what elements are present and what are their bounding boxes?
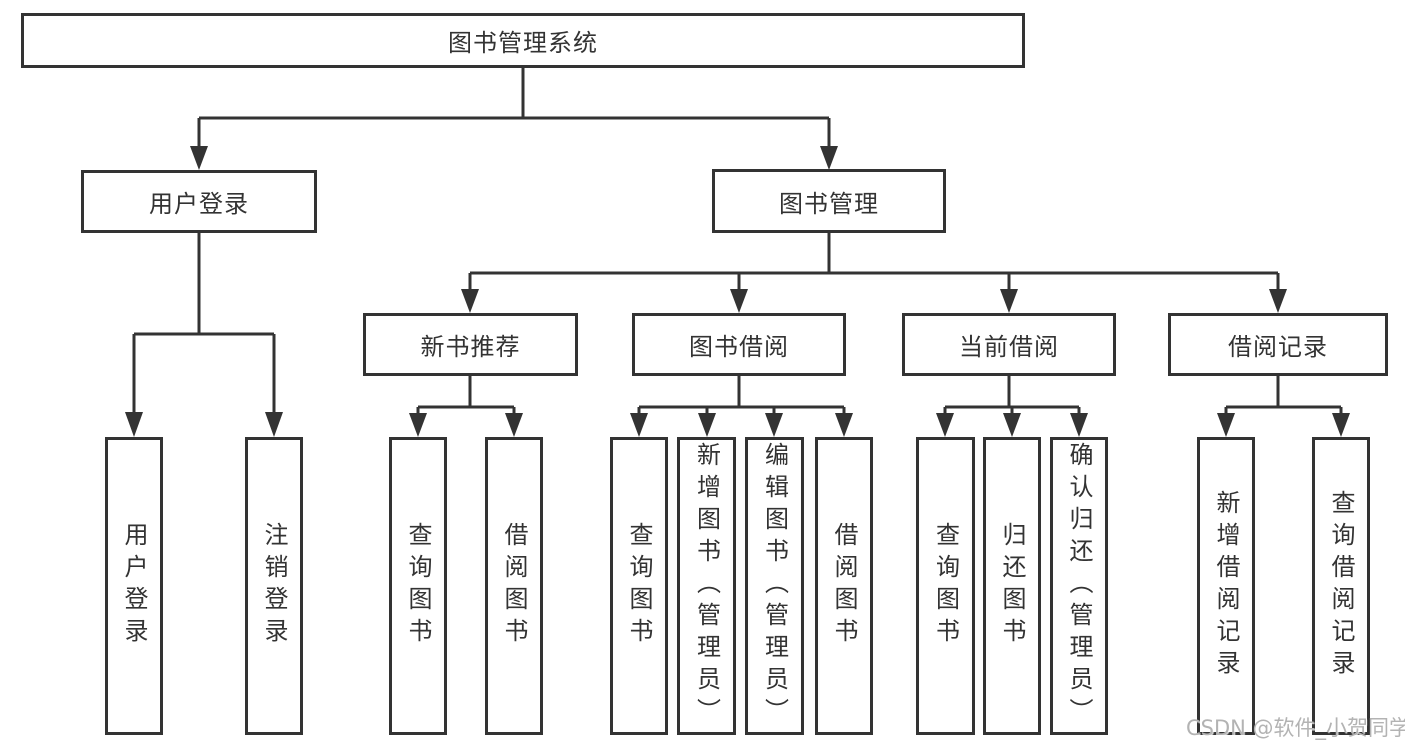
- node-leaf-confirm-return-admin: 确认归还（管理员）: [1050, 437, 1108, 735]
- node-book-borrowing-label: 图书借阅: [689, 333, 789, 361]
- node-leaf-borrow-books-recommend: 借阅图书: [485, 437, 543, 735]
- node-leaf-add-book-admin: 新增图书（管理员）: [677, 437, 736, 735]
- node-leaf-user-login-label: 用户登录: [120, 522, 148, 650]
- node-library-management-system-label: 图书管理系统: [448, 29, 598, 57]
- node-leaf-query-books-borrowing: 查询图书: [610, 437, 668, 735]
- node-leaf-query-borrow-record: 查询借阅记录: [1312, 437, 1370, 735]
- node-new-book-recommendation: 新书推荐: [363, 313, 578, 376]
- node-leaf-query-books-current: 查询图书: [916, 437, 975, 735]
- node-leaf-edit-book-admin-label: 编辑图书（管理员）: [760, 442, 789, 730]
- node-leaf-logout: 注销登录: [245, 437, 303, 735]
- node-borrowing-records-label: 借阅记录: [1228, 333, 1328, 361]
- arrowheads: [125, 146, 1350, 437]
- node-current-borrowing-label: 当前借阅: [959, 333, 1059, 361]
- node-leaf-add-book-admin-label: 新增图书（管理员）: [692, 442, 721, 730]
- node-leaf-return-book: 归还图书: [983, 437, 1041, 735]
- node-leaf-add-borrow-record-label: 新增借阅记录: [1212, 490, 1240, 682]
- node-book-management: 图书管理: [712, 169, 946, 233]
- node-leaf-logout-label: 注销登录: [260, 522, 288, 650]
- node-user-login: 用户登录: [81, 170, 317, 233]
- node-leaf-query-books-current-label: 查询图书: [931, 522, 960, 650]
- node-current-borrowing: 当前借阅: [902, 313, 1116, 376]
- node-leaf-borrow-books-borrowing: 借阅图书: [815, 437, 873, 735]
- csdn-watermark: CSDN @软件_小贺同学: [1186, 716, 1405, 740]
- node-leaf-borrow-books-recommend-label: 借阅图书: [500, 522, 528, 650]
- node-user-login-label: 用户登录: [149, 190, 249, 218]
- node-leaf-query-books-recommend: 查询图书: [389, 437, 447, 735]
- node-leaf-edit-book-admin: 编辑图书（管理员）: [745, 437, 804, 735]
- node-book-management-label: 图书管理: [779, 189, 879, 218]
- node-leaf-add-borrow-record: 新增借阅记录: [1197, 437, 1255, 735]
- node-leaf-query-books-recommend-label: 查询图书: [404, 522, 432, 650]
- node-leaf-query-borrow-record-label: 查询借阅记录: [1327, 490, 1355, 682]
- node-book-borrowing: 图书借阅: [632, 313, 846, 376]
- node-leaf-return-book-label: 归还图书: [998, 522, 1026, 650]
- node-leaf-query-books-borrowing-label: 查询图书: [625, 522, 653, 650]
- node-leaf-user-login: 用户登录: [105, 437, 163, 735]
- node-new-book-recommendation-label: 新书推荐: [420, 333, 521, 361]
- node-leaf-borrow-books-borrowing-label: 借阅图书: [830, 522, 858, 650]
- node-library-management-system: 图书管理系统: [21, 13, 1025, 68]
- node-borrowing-records: 借阅记录: [1168, 313, 1388, 376]
- node-leaf-confirm-return-admin-label: 确认归还（管理员）: [1065, 442, 1093, 730]
